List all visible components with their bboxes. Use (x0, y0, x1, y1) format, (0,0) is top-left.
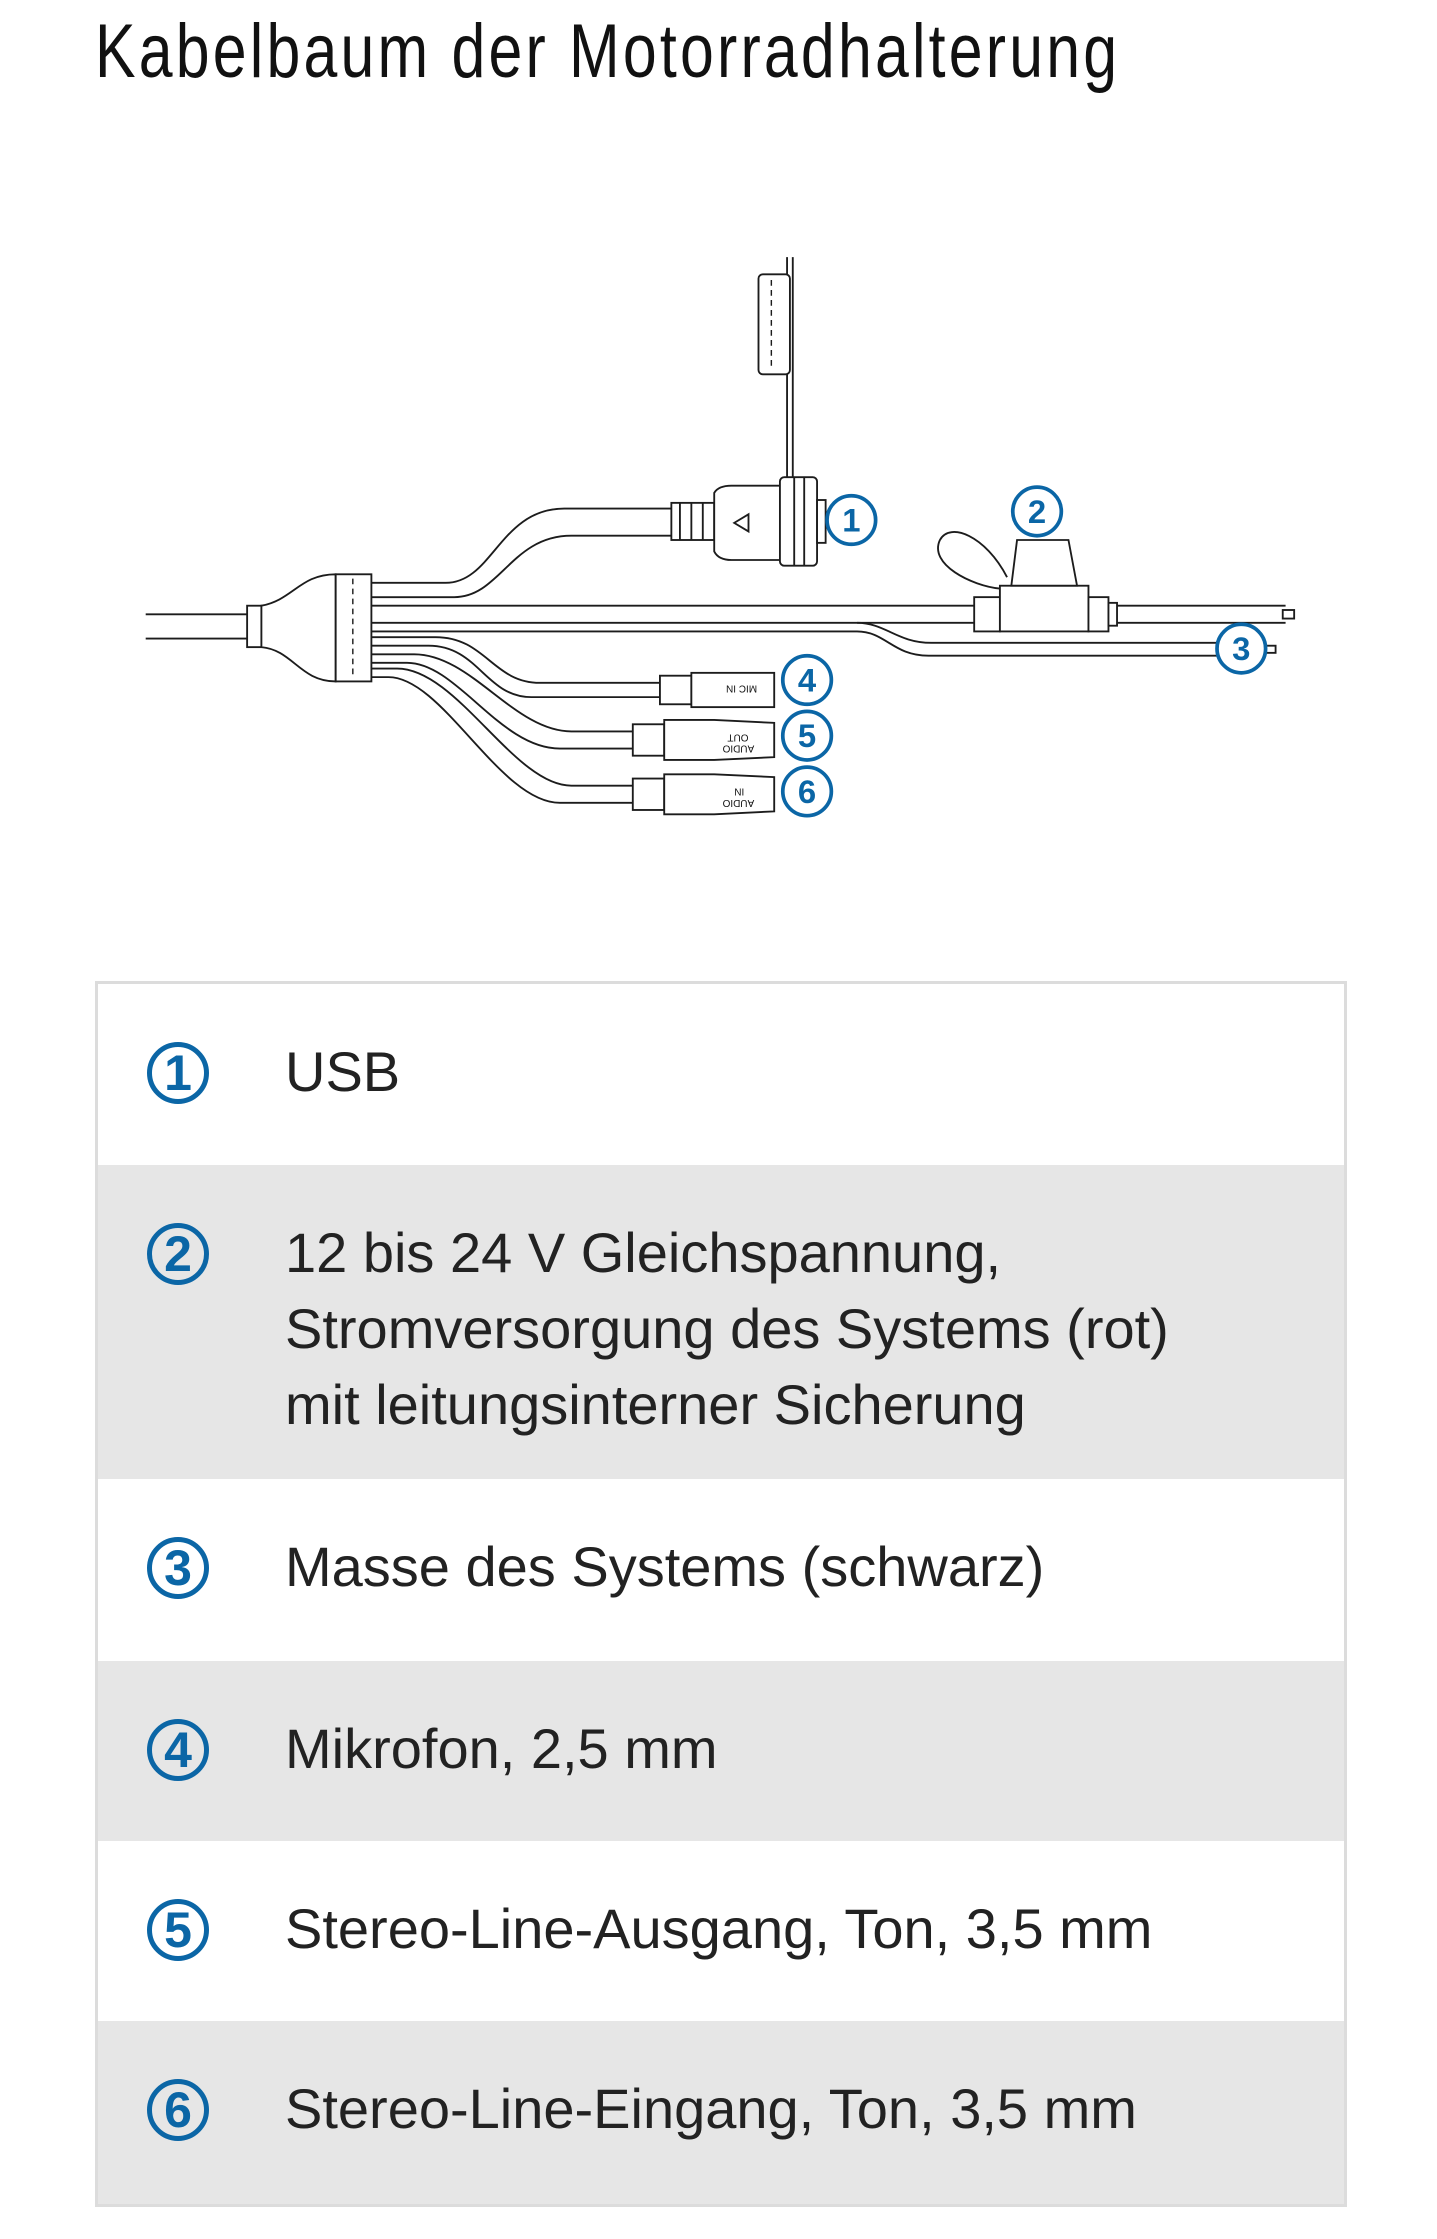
number-badge: 5 (147, 1899, 209, 1961)
svg-text:AUDIO: AUDIO (722, 797, 754, 808)
legend-line: Mikrofon, 2,5 mm (285, 1717, 718, 1780)
svg-text:AUDIO: AUDIO (722, 743, 754, 754)
svg-text:3: 3 (1232, 630, 1250, 667)
svg-text:2: 2 (1028, 493, 1046, 530)
legend-line: Stromversorgung des Systems (rot) (285, 1297, 1169, 1360)
svg-text:OUT: OUT (727, 731, 748, 742)
svg-text:6: 6 (798, 773, 816, 810)
legend-row: 6 Stereo-Line-Eingang, Ton, 3,5 mm (98, 2021, 1344, 2204)
usb-branch: 1 (371, 257, 878, 599)
ground-branch: 3 (371, 621, 1277, 675)
legend-row: 3 Masse des Systems (schwarz) (98, 1479, 1344, 1661)
audio-out-branch: AUDIO OUT 5 (371, 653, 834, 762)
legend-text: Mikrofon, 2,5 mm (285, 1711, 1285, 1787)
number-badge: 1 (147, 1042, 209, 1104)
legend-line: mit leitungsinterner Sicherung (285, 1373, 1026, 1436)
legend-row: 4 Mikrofon, 2,5 mm (98, 1661, 1344, 1841)
legend-text: USB (285, 1034, 1285, 1110)
callout-2: 2 (1010, 485, 1064, 538)
legend-row: 5 Stereo-Line-Ausgang, Ton, 3,5 mm (98, 1841, 1344, 2021)
legend-line: USB (285, 1040, 401, 1103)
callout-4: 4 (780, 653, 834, 707)
callout-6: 6 (780, 765, 834, 818)
callout-1: 1 (825, 493, 878, 547)
svg-text:1: 1 (842, 501, 860, 538)
number-badge: 4 (147, 1719, 209, 1781)
number-badge: 3 (147, 1537, 209, 1599)
mic-branch: MIC IN 4 (371, 636, 834, 709)
callout-5: 5 (780, 709, 834, 762)
legend-text: Stereo-Line-Eingang, Ton, 3,5 mm (285, 2071, 1285, 2147)
main-cable (145, 573, 373, 683)
legend-text: Masse des Systems (schwarz) (285, 1529, 1285, 1605)
legend-row: 2 12 bis 24 V Gleichspannung, Stromverso… (98, 1165, 1344, 1479)
svg-text:IN: IN (734, 786, 744, 797)
legend-line: Stereo-Line-Ausgang, Ton, 3,5 mm (285, 1897, 1153, 1960)
legend-text: Stereo-Line-Ausgang, Ton, 3,5 mm (285, 1891, 1285, 1967)
svg-text:4: 4 (798, 661, 817, 698)
legend-row: 1 USB (98, 984, 1344, 1165)
legend-line: Masse des Systems (schwarz) (285, 1535, 1045, 1598)
legend-table: 1 USB 2 12 bis 24 V Gleichspannung, Stro… (95, 981, 1347, 2207)
number-badge: 6 (147, 2079, 209, 2141)
svg-text:5: 5 (798, 717, 816, 754)
legend-line: 12 bis 24 V Gleichspannung, (285, 1221, 1002, 1284)
legend-line: Stereo-Line-Eingang, Ton, 3,5 mm (285, 2077, 1137, 2140)
svg-text:MIC IN: MIC IN (726, 683, 757, 694)
power-branch: 2 (371, 485, 1296, 633)
wiring-harness-diagram: 1 2 3 MIC IN 4 AUDIO OUT 5 (145, 257, 1296, 818)
page-title: Kabelbaum der Motorradhalterung (95, 9, 1121, 94)
audio-in-branch: AUDIO IN 6 (371, 667, 834, 818)
number-badge: 2 (147, 1223, 209, 1285)
legend-text: 12 bis 24 V Gleichspannung, Stromversorg… (285, 1215, 1285, 1443)
callout-3: 3 (1215, 622, 1268, 675)
